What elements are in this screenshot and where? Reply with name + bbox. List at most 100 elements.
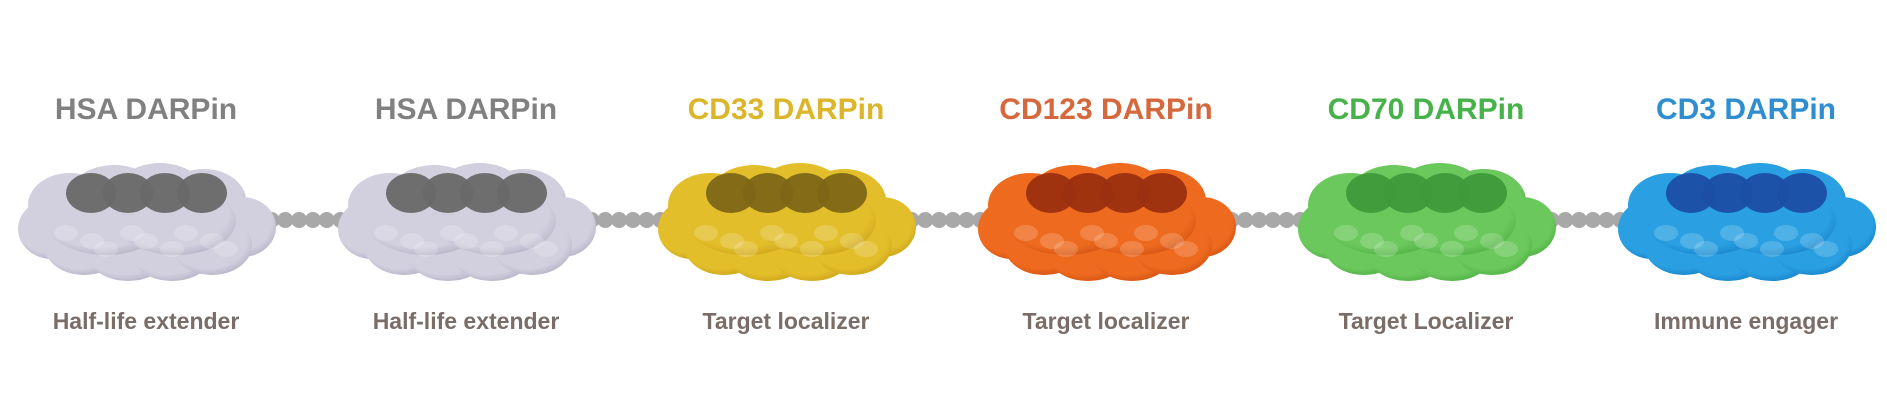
surface-highlight <box>494 225 518 241</box>
surface-highlight <box>1400 225 1424 241</box>
linker-bead <box>1598 212 1615 228</box>
surface-highlight <box>134 233 158 249</box>
surface-highlight <box>1494 241 1518 257</box>
surface-highlight <box>1694 241 1718 257</box>
surface-highlight <box>1680 233 1704 249</box>
surface-highlight <box>694 225 718 241</box>
linker-bead <box>1237 212 1254 228</box>
module-title: CD123 DARPin <box>999 93 1213 126</box>
linker-bead <box>611 212 628 228</box>
surface-highlight <box>720 233 744 249</box>
module-role: Half-life extender <box>52 308 240 334</box>
repeat-helix <box>1026 173 1076 213</box>
linker-bead <box>944 212 961 228</box>
darpin-protein <box>658 163 916 281</box>
surface-highlight <box>54 225 78 241</box>
surface-highlight <box>214 241 238 257</box>
repeat-helix <box>1100 173 1150 213</box>
linker-bead <box>638 212 655 228</box>
surface-highlight <box>174 225 198 241</box>
surface-highlight <box>1120 241 1144 257</box>
repeat-helix <box>140 173 190 213</box>
darpin-protein <box>18 163 276 281</box>
module-role: Target localizer <box>702 308 870 334</box>
surface-highlight <box>1760 241 1784 257</box>
repeat-helix <box>66 173 116 213</box>
module-role: Immune engager <box>1653 308 1839 334</box>
repeat-helix <box>780 173 830 213</box>
darpin-protein <box>978 163 1236 281</box>
surface-highlight <box>1814 241 1838 257</box>
surface-highlight <box>1160 233 1184 249</box>
repeat-helix <box>743 173 793 213</box>
surface-highlight <box>760 225 784 241</box>
surface-highlight <box>200 233 224 249</box>
linker-bead <box>597 212 614 228</box>
surface-highlight <box>1774 225 1798 241</box>
surface-highlight <box>814 225 838 241</box>
surface-highlight <box>520 233 544 249</box>
surface-highlight <box>1800 233 1824 249</box>
surface-highlight <box>94 241 118 257</box>
repeat-helix <box>1457 173 1507 213</box>
surface-highlight <box>774 233 798 249</box>
repeat-helix <box>1063 173 1113 213</box>
surface-highlight <box>480 241 504 257</box>
surface-highlight <box>1334 225 1358 241</box>
surface-highlight <box>1040 233 1064 249</box>
module-role: Target Localizer <box>1338 308 1514 334</box>
repeat-helix <box>1137 173 1187 213</box>
repeat-helix <box>460 173 510 213</box>
module-titles: HSA DARPin HSA DARPin CD33 DARPin CD123 … <box>0 92 1887 132</box>
surface-highlight <box>734 241 758 257</box>
linker-bead <box>931 212 948 228</box>
module-role: Half-life extender <box>372 308 560 334</box>
module-title: CD33 DARPin <box>687 93 885 126</box>
repeat-helix <box>423 173 473 213</box>
surface-highlight <box>1654 225 1678 241</box>
repeat-helix <box>1740 173 1790 213</box>
linker-bead <box>958 212 975 228</box>
linker-bead <box>291 212 308 228</box>
surface-highlight <box>374 225 398 241</box>
surface-highlight <box>1414 233 1438 249</box>
surface-highlight <box>120 225 144 241</box>
surface-highlight <box>840 233 864 249</box>
repeat-helix <box>497 173 547 213</box>
surface-highlight <box>440 225 464 241</box>
surface-highlight <box>1360 233 1384 249</box>
surface-highlight <box>160 241 184 257</box>
surface-highlight <box>1734 233 1758 249</box>
surface-highlight <box>1080 225 1104 241</box>
linker-bead <box>318 212 335 228</box>
surface-highlight <box>1720 225 1744 241</box>
darpin-protein <box>338 163 596 281</box>
surface-highlight <box>1014 225 1038 241</box>
linker-bead <box>277 212 294 228</box>
surface-highlight <box>1094 233 1118 249</box>
repeat-helix <box>103 173 153 213</box>
repeat-helix <box>1346 173 1396 213</box>
repeat-helix <box>1383 173 1433 213</box>
repeat-helix <box>1666 173 1716 213</box>
module-roles: Half-life extender Half-life extender Ta… <box>0 306 1887 346</box>
surface-highlight <box>800 241 824 257</box>
linker-bead <box>624 212 641 228</box>
repeat-helix <box>706 173 756 213</box>
surface-highlight <box>534 241 558 257</box>
linker-bead <box>1584 212 1601 228</box>
module-title: CD3 DARPin <box>1655 93 1836 126</box>
linker-bead <box>304 212 321 228</box>
surface-highlight <box>414 241 438 257</box>
module-title: HSA DARPin <box>374 93 558 126</box>
surface-highlight <box>400 233 424 249</box>
surface-highlight <box>1134 225 1158 241</box>
repeat-helix <box>177 173 227 213</box>
surface-highlight <box>454 233 478 249</box>
linker-bead <box>1251 212 1268 228</box>
surface-highlight <box>1374 241 1398 257</box>
repeat-helix <box>1777 173 1827 213</box>
linker-bead <box>1278 212 1295 228</box>
darpin-protein <box>1298 163 1556 281</box>
